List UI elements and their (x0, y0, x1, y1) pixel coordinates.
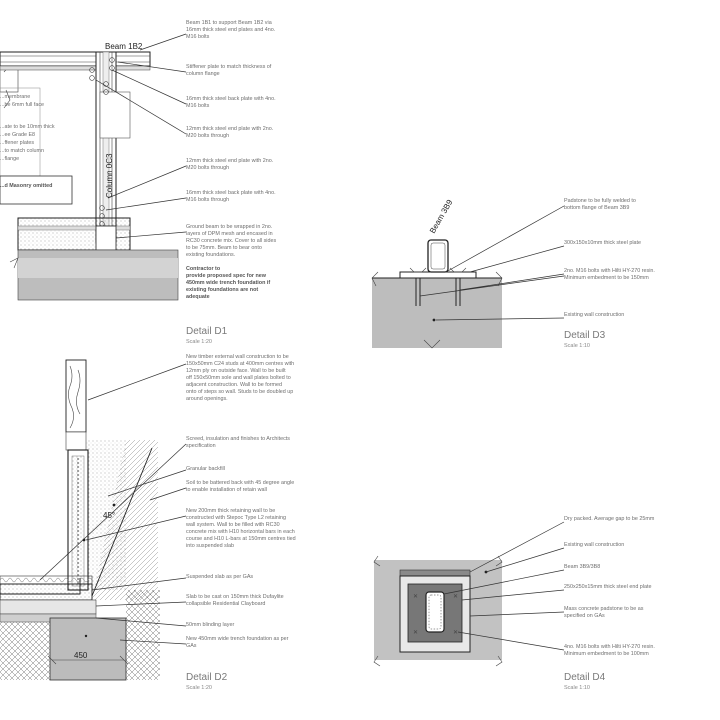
d1-note-7: Ground beam to be wrapped in 2no. layers… (186, 224, 278, 258)
masonry-omitted-label: ...d Masonry omitted (0, 183, 52, 189)
detail-d2-title: Detail D2 (186, 672, 228, 683)
beam-1b2-label: Beam 1B2 (105, 42, 143, 51)
column-0c3-label: Column 0C3 (105, 153, 114, 198)
svg-text:✕: ✕ (453, 594, 458, 600)
beam-3b9-label: Beam 3B9 (428, 198, 455, 235)
detail-d2-labels: 45° 450 New timber external wall constru… (39, 354, 297, 691)
detail-d3-drawing (371, 239, 503, 349)
detail-d2-scale: Scale 1:20 (186, 685, 212, 691)
d2-note-2: Screed, insulation and finishes to Archi… (186, 436, 291, 449)
d2-note-1: New timber external wall construction to… (186, 354, 296, 402)
d2-note-7: Slab to be cast on 150mm thick Dufaylite… (186, 594, 285, 607)
d1-left-note: ...ate to be 10mm thick (0, 124, 55, 130)
d1-note-6: 16mm thick steel back plate with 4no. M1… (186, 190, 277, 203)
d4-note-5: Mass concrete padstone to be as specifie… (564, 606, 645, 619)
d1-left-note: ...membrane (0, 94, 30, 100)
d2-note-9: New 450mm wide trench foundation as per … (186, 636, 290, 649)
detail-d1-labels: Beam 1B2 Column 0C3 ...membrane ...be 6m… (0, 20, 278, 345)
d1-left-note: ...ffener plates (0, 140, 34, 146)
d1-left-note: ...ee Grade E8 (0, 132, 35, 138)
d4-note-4: 250x250x15mm thick steel end plate (564, 584, 652, 590)
detail-d1-drawing (0, 51, 179, 301)
detail-d3-scale: Scale 1:10 (564, 343, 590, 349)
detail-d4-labels: Dry packed. Average gap to be 25mm Exist… (443, 516, 656, 691)
d2-note-4: Soil to be battered back with 45 degree … (186, 480, 296, 493)
svg-text:✕: ✕ (413, 630, 418, 636)
d3-note-1: Padstone to be fully welded to bottom fl… (564, 198, 637, 211)
detail-d4-drawing: ✕ ✕ ✕ ✕ (373, 555, 503, 667)
detail-d2-drawing (0, 359, 160, 681)
detail-d4-title: Detail D4 (564, 672, 606, 683)
d4-note-6: 4no. M16 bolts with Hilti HY-270 resin. … (564, 644, 656, 657)
d1-note-1: Beam 1B1 to support Beam 1B2 via 16mm th… (186, 20, 277, 40)
d3-note-2: 300x150x10mm thick steel plate (564, 240, 641, 246)
detail-d4-scale: Scale 1:10 (564, 685, 590, 691)
d2-note-8: 50mm blinding layer (186, 622, 234, 628)
d2-note-5: New 200mm thick retaining wall to be con… (185, 508, 297, 549)
d1-left-note: ...flange (0, 156, 19, 162)
d1-left-note: ...to match column (0, 148, 44, 154)
detail-d1-title: Detail D1 (186, 326, 228, 337)
d1-note-3: 16mm thick steel back plate with 4no. M1… (186, 96, 277, 109)
d3-note-4: Existing wall construction (564, 312, 624, 318)
detail-d3-title: Detail D3 (564, 330, 606, 341)
dim-450-label: 450 (74, 651, 88, 660)
d2-note-3: Granular backfill (186, 466, 225, 472)
d4-note-1: Dry packed. Average gap to be 25mm (564, 516, 655, 522)
d1-note-5: 12mm thick steel end plate with 2no. M20… (186, 158, 275, 171)
svg-text:✕: ✕ (413, 594, 418, 600)
svg-text:✕: ✕ (453, 630, 458, 636)
d1-note-2: Stiffener plate to match thickness of co… (186, 64, 273, 77)
d1-contractor-note: Contractor to provide proposed spec for … (186, 266, 272, 300)
d4-note-3: Beam 3B9/3B8 (564, 564, 600, 570)
detail-d1-scale: Scale 1:20 (186, 339, 212, 345)
d3-note-3: 2no. M16 bolts with Hilti HY-270 resin. … (564, 268, 656, 281)
d1-left-note: ...be 6mm full face (0, 102, 44, 108)
d2-note-6: Suspended slab as per GAs (186, 574, 253, 580)
d1-note-4: 12mm thick steel end plate with 2no. M20… (186, 126, 275, 139)
d4-note-2: Existing wall construction (564, 542, 624, 548)
